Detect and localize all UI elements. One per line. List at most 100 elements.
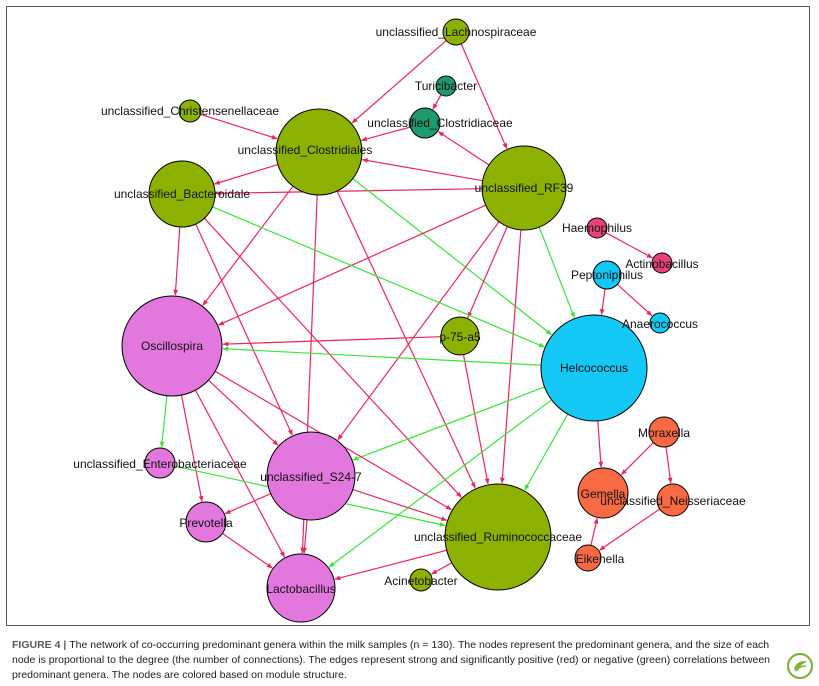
edge-s24-rumino [352, 489, 448, 521]
node-entero [144, 447, 176, 479]
edge-rf39-bacteroidale [215, 188, 483, 196]
edge-bacteroidale-helco [212, 206, 545, 348]
node-oscillo [121, 295, 223, 397]
edge-moraxella-neisseri [665, 446, 673, 484]
edge-helco-s24 [352, 386, 545, 461]
node-label-s24: unclassified_S24-7 [260, 470, 362, 484]
node-label-clostridiales: unclassified_Clostridiales [238, 143, 373, 157]
node-eikenella [574, 544, 602, 572]
node-pepto [592, 260, 622, 290]
node-label-clostridiaceae: unclassified_Clostridiaceae [367, 116, 513, 130]
node-s24 [266, 431, 356, 521]
edge-helco-lacto [328, 399, 552, 568]
labels-layer: unclassified_LachnospiraceaeTuricibacter… [73, 25, 746, 596]
node-label-christ: unclassified_Christensenellaceae [101, 104, 279, 118]
edge-rf39-oscillo [217, 204, 486, 326]
node-label-p75: p-75-a5 [439, 330, 481, 344]
edge-p75-rumino [462, 354, 490, 485]
caption-text: The network of co-occurring predominant … [12, 639, 770, 681]
edge-rf39-p75 [467, 226, 508, 319]
node-label-haemo: Haemophilus [562, 221, 632, 235]
node-label-anaero: Anaerococcus [622, 317, 698, 331]
node-label-helco: Helcococcus [560, 361, 628, 375]
edge-p75-oscillo [222, 336, 442, 347]
node-label-moraxella: Moraxella [638, 426, 690, 440]
edge-moraxella-gemella [620, 442, 654, 476]
edge-helco-oscillo [222, 346, 542, 366]
node-acineto [409, 568, 433, 592]
edge-rf39-helco [538, 226, 575, 319]
edge-pepto-helco [599, 288, 606, 316]
edge-christ-clostridiales [200, 113, 278, 140]
edge-pepto-anaero [616, 283, 653, 317]
node-label-entero: unclassified_Enterobacteriaceae [73, 457, 247, 471]
edge-helco-rumino [524, 413, 569, 491]
network-diagram: unclassified_LachnospiraceaeTuricibacter… [73, 18, 746, 623]
node-label-eikenella: Eikenella [576, 552, 625, 566]
node-label-rumino: unclassified_Ruminococcaceae [414, 530, 582, 544]
edge-lachno-clostridiales [351, 40, 447, 124]
node-label-lachno: unclassified_Lachnospiraceae [376, 25, 537, 39]
edge-clostridiales-bacteroidale [213, 164, 279, 185]
node-lacto [266, 553, 336, 623]
edge-clostridiaceae-clostridiales [360, 126, 411, 142]
edge-eikenella-gemella [590, 517, 599, 546]
node-label-bacteroidale: unclassified_Bacteroidale [114, 187, 250, 201]
edge-bacteroidale-s24 [195, 223, 293, 436]
node-moraxella [648, 416, 680, 448]
node-haemo [586, 217, 608, 239]
node-helco [540, 314, 648, 422]
edge-clostridiales-rumino [336, 190, 476, 489]
node-neisseri [656, 483, 690, 517]
figure-caption: FIGURE 4 | The network of co-occurring p… [12, 639, 770, 681]
node-christ [178, 99, 202, 123]
node-bacteroidale [148, 160, 216, 228]
node-p75 [440, 316, 480, 356]
edge-rumino-acineto [430, 562, 452, 575]
node-gemella [577, 467, 629, 519]
edge-rf39-clostridiaceae [437, 131, 490, 166]
edge-lachno-rf39 [460, 43, 508, 150]
edge-prevotella-lacto [222, 532, 273, 569]
edge-rf39-s24 [337, 221, 500, 441]
edge-s24-prevotella [224, 493, 271, 515]
edge-bacteroidale-rumino [203, 217, 462, 498]
node-label-lacto: Lactobacillus [266, 582, 335, 596]
edge-rumino-lacto [334, 549, 447, 581]
node-label-rf39: unclassified_RF39 [475, 181, 574, 195]
edge-clostridiales-helco [352, 178, 552, 336]
node-label-acineto: Acinetobacter [384, 574, 457, 588]
node-label-oscillo: Oscillospira [141, 339, 203, 353]
node-label-turici: Turicibacter [415, 79, 477, 93]
node-rumino [444, 483, 552, 591]
edge-oscillo-entero [159, 395, 168, 448]
edge-haemo-actino [605, 232, 653, 259]
node-label-neisseri: unclassified_Neisseriaceae [600, 494, 746, 508]
edge-oscillo-prevotella [180, 394, 204, 502]
edge-rf39-rumino [500, 229, 522, 484]
edge-s24-lacto [302, 519, 308, 554]
node-prevotella [185, 501, 227, 543]
edge-rf39-clostridiales [361, 158, 483, 182]
node-actino [651, 252, 673, 274]
edge-turici-clostridiaceae [432, 94, 442, 110]
node-label-prevotella: Prevotella [179, 516, 233, 530]
node-label-actino: Actinobacillus [625, 257, 698, 271]
node-label-gemella: Gemella [581, 487, 626, 501]
edge-clostridiales-oscillo [202, 185, 294, 306]
caption-lead: FIGURE 4 [12, 639, 61, 651]
node-label-pepto: Peptoniphilus [571, 268, 643, 282]
node-clostridiaceae [409, 107, 441, 139]
node-lachno [442, 18, 470, 46]
node-clostridiales [275, 108, 363, 196]
node-turici [435, 75, 457, 97]
journal-logo-icon [786, 652, 814, 680]
edge-oscillo-s24 [208, 379, 279, 446]
edge-bacteroidale-oscillo [173, 226, 181, 296]
nodes-layer [121, 18, 690, 623]
edge-oscillo-lacto [194, 389, 286, 558]
edge-neisseri-eikenella [599, 508, 661, 551]
node-anaero [649, 312, 671, 334]
node-rf39 [481, 145, 567, 231]
edge-helco-gemella [597, 420, 604, 468]
